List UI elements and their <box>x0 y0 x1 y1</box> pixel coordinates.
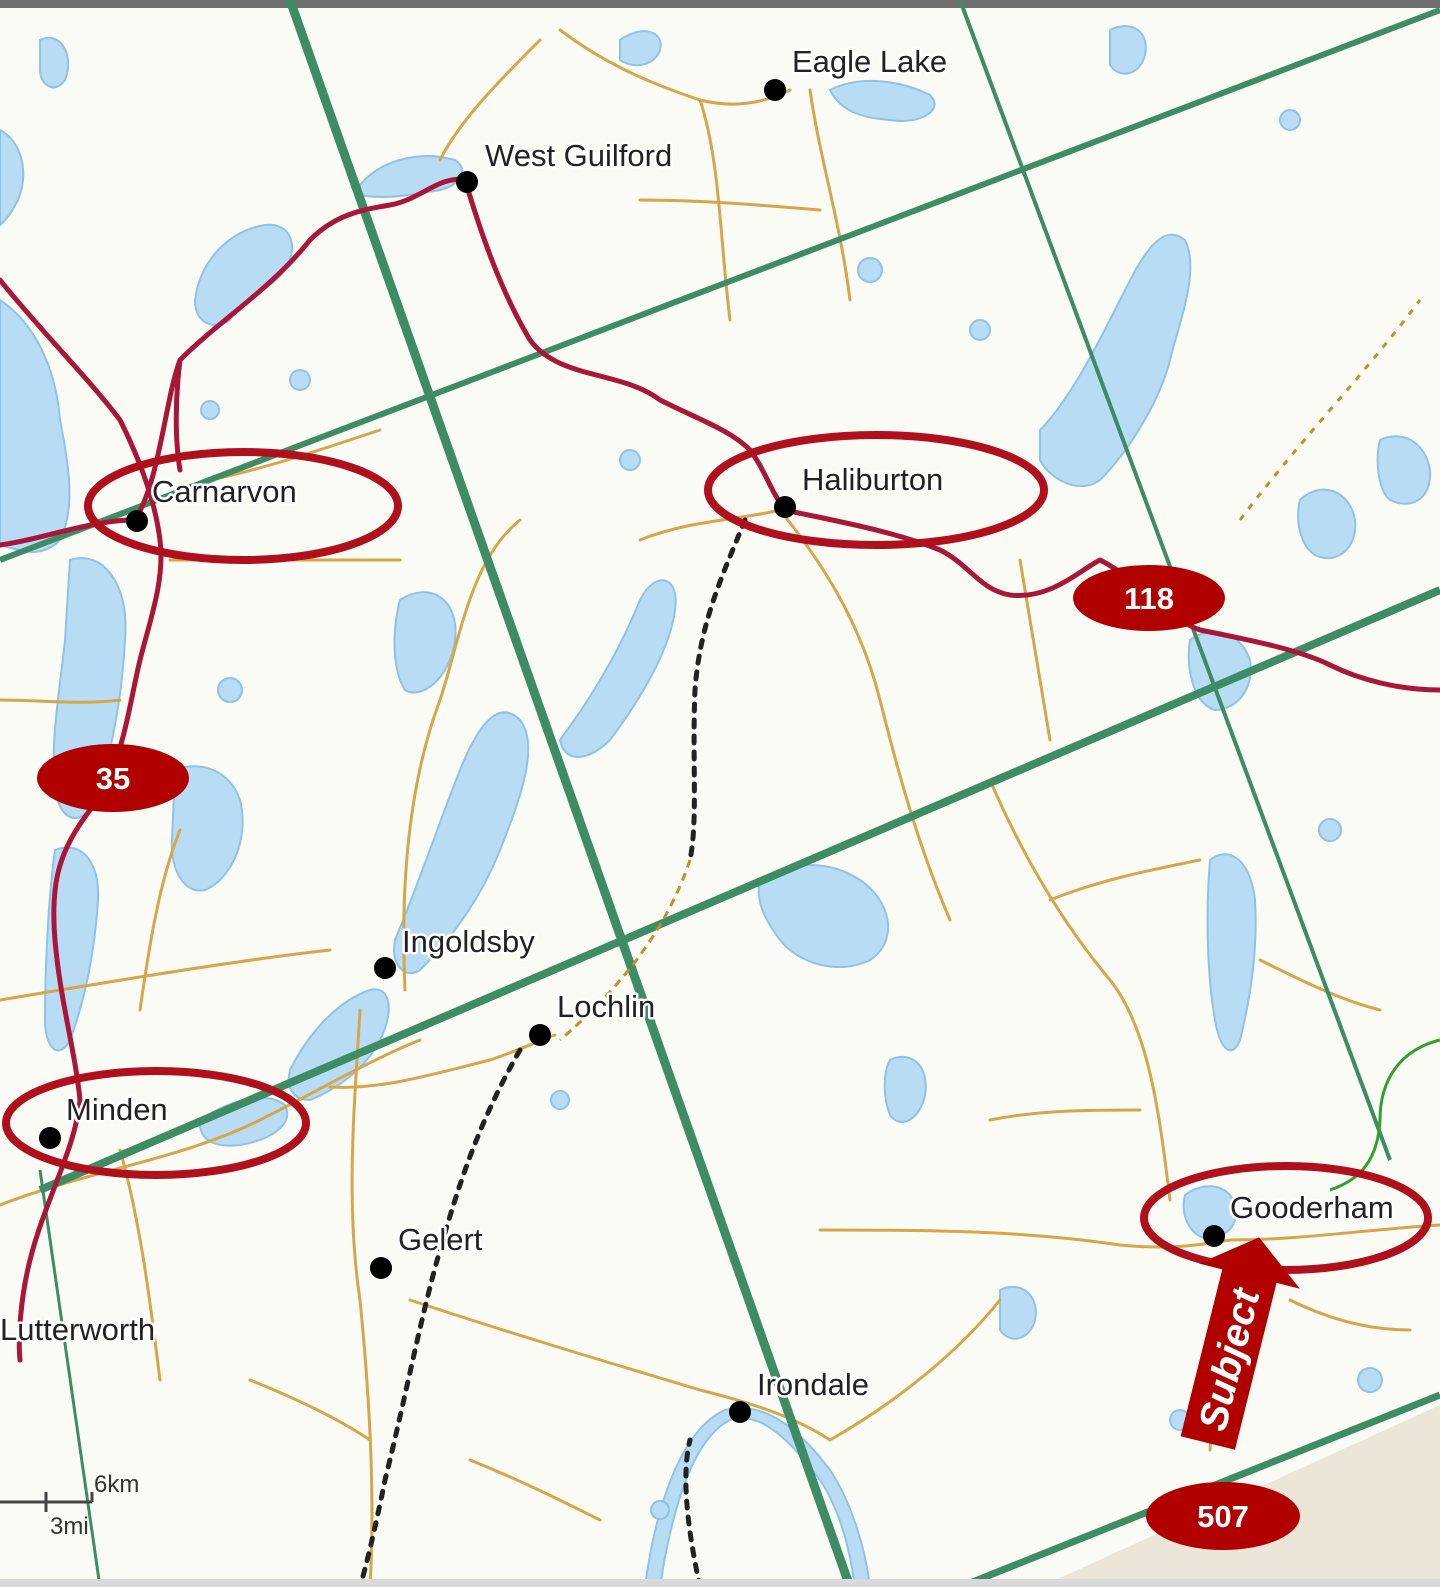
lake-left-top <box>0 128 25 227</box>
badge-label-507: 507 <box>1197 1499 1249 1534</box>
trail-dashed-right <box>1238 299 1422 521</box>
pond-9 <box>650 1500 670 1520</box>
lake-eagle <box>828 80 936 122</box>
highway-badge-35: 35 <box>37 744 189 812</box>
badge-shape-35 <box>37 744 189 812</box>
svg-text:Haliburton: Haliburton <box>802 462 943 497</box>
town-label-ingoldsby: Ingoldsby <box>402 924 535 959</box>
highlight-minden <box>2 1067 310 1179</box>
badge-label-118: 118 <box>1124 581 1174 616</box>
svg-text:Irondale: Irondale <box>757 1367 869 1402</box>
lake-south-middle <box>999 1285 1037 1340</box>
pond-2 <box>217 677 243 703</box>
pond-3 <box>619 449 641 471</box>
lake-north-top <box>619 30 662 67</box>
arrow-up-icon <box>1180 1237 1300 1450</box>
lake-east-of-35 <box>170 765 244 892</box>
svg-text:West Guilford: West Guilford <box>485 138 672 173</box>
pond-5 <box>969 319 991 341</box>
dot-minden <box>39 1127 61 1149</box>
town-label-lochlin: Lochlin <box>557 989 655 1024</box>
bottom-frame <box>0 1579 1440 1587</box>
lake-centre-east <box>757 864 889 968</box>
pond-10 <box>1357 1367 1383 1393</box>
town-label-minden: Minden <box>66 1092 168 1127</box>
town-dots <box>39 79 1225 1423</box>
highlight-carnarvon <box>84 448 402 564</box>
svg-text:Gooderham: Gooderham <box>1230 1190 1394 1225</box>
svg-text:Minden: Minden <box>66 1092 168 1127</box>
lake-right-mid <box>1297 488 1357 560</box>
dot-west-guilford <box>456 171 478 193</box>
pond-7 <box>1318 818 1342 842</box>
pond-11 <box>200 400 220 420</box>
dot-carnarvon <box>126 510 148 532</box>
town-label-carnarvon: Carnarvon <box>152 474 297 509</box>
svg-text:Lochlin: Lochlin <box>557 989 655 1024</box>
lake-gooderham <box>1182 1185 1237 1240</box>
dot-eagle-lake <box>764 79 786 101</box>
svg-text:Gelert: Gelert <box>398 1222 483 1257</box>
svg-text:Lutterworth: Lutterworth <box>0 1312 155 1347</box>
badge-shape-507 <box>1146 1482 1300 1550</box>
water-bodies <box>0 25 1432 1587</box>
svg-text:Ingoldsby: Ingoldsby <box>402 924 535 959</box>
railway <box>357 517 748 1587</box>
rail-branch-dashed <box>559 859 692 1042</box>
dot-irondale <box>729 1401 751 1423</box>
hwy-118-west <box>0 176 468 548</box>
town-label-lutterworth: Lutterworth <box>0 1312 155 1347</box>
dot-gelert <box>370 1257 392 1279</box>
lake-far-right <box>1376 435 1432 505</box>
badge-label-35: 35 <box>96 761 130 796</box>
pond-4 <box>857 257 883 283</box>
lake-gull-long <box>393 711 530 975</box>
svg-text:Carnarvon: Carnarvon <box>152 474 297 509</box>
lake-left-edge <box>0 298 71 553</box>
highway-badge-118: 118 <box>1073 565 1225 631</box>
badge-shape-118 <box>1073 565 1225 631</box>
lake-drag-upper <box>393 591 457 694</box>
subject-marker[interactable]: Subject <box>1157 1225 1309 1456</box>
town-label-gelert: Gelert <box>398 1222 483 1257</box>
dot-gooderham <box>1203 1225 1225 1247</box>
pond-6 <box>550 1090 570 1110</box>
lake-centre-small <box>883 1055 927 1124</box>
lake-north-left <box>39 36 70 89</box>
scale-label-mi: 3mi <box>50 1513 89 1540</box>
town-label-west-guilford: West Guilford <box>485 138 672 173</box>
town-label-irondale: Irondale <box>757 1367 869 1402</box>
dot-lochlin <box>529 1024 551 1046</box>
town-labels: Eagle Lake Eagle Lake West Guilford West… <box>0 42 1396 1405</box>
dot-haliburton <box>774 496 796 518</box>
green-trail <box>1329 1038 1440 1192</box>
lake-right-big <box>1039 233 1192 487</box>
pond-1 <box>289 369 311 391</box>
town-label-eagle-lake: Eagle Lake <box>792 44 947 79</box>
highlight-ellipses <box>2 431 1432 1274</box>
town-label-haliburton: Haliburton <box>802 462 943 497</box>
top-frame <box>0 0 1440 8</box>
lake-right-top <box>1109 25 1147 75</box>
lake-drag-east <box>558 579 677 758</box>
lake-gooderham-north <box>1206 853 1257 1052</box>
dot-ingoldsby <box>374 957 396 979</box>
pond-12 <box>1279 109 1301 131</box>
highlight-haliburton <box>704 431 1048 549</box>
scale-label-km: 6km <box>94 1471 139 1498</box>
highway-badge-507: 507 <box>1146 1482 1300 1550</box>
svg-text:Eagle Lake: Eagle Lake <box>792 44 947 79</box>
town-label-gooderham: Gooderham <box>1230 1190 1394 1225</box>
scale-bar: 6km 3mi <box>0 1471 139 1540</box>
highlight-gooderham <box>1140 1162 1432 1274</box>
